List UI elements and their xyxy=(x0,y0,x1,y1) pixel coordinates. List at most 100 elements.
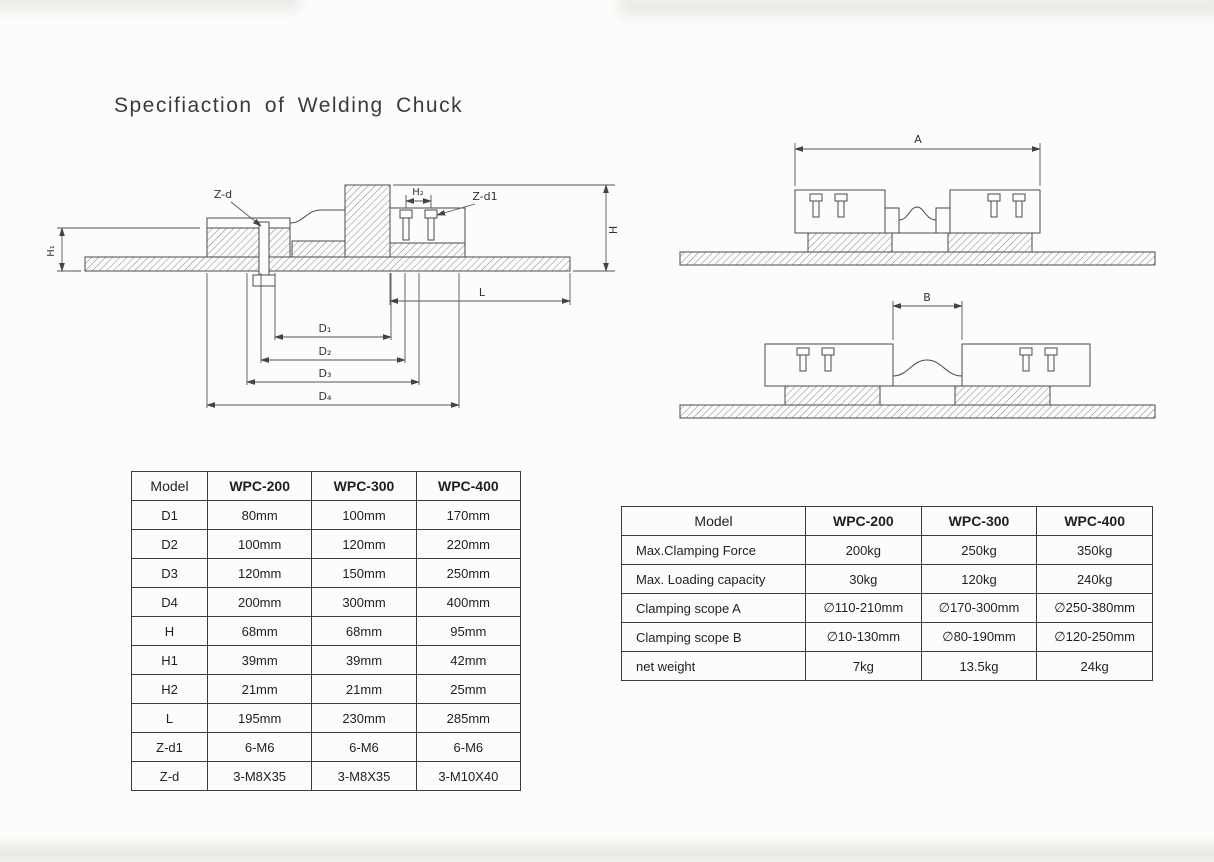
dim-label-d1: D₁ xyxy=(319,322,332,335)
table-row: L 195mm 230mm 285mm xyxy=(131,703,522,733)
chuck-body xyxy=(84,184,571,287)
table-row: D3 120mm 150mm 250mm xyxy=(131,558,522,588)
cell: 100mm xyxy=(311,500,417,530)
cell: 68mm xyxy=(206,616,313,646)
row-label: H1 xyxy=(131,645,208,675)
row-label: H2 xyxy=(131,674,208,704)
cell: 200kg xyxy=(805,535,922,565)
cell: 350kg xyxy=(1036,535,1153,565)
dim-extensions xyxy=(206,273,460,408)
table-row: H1 39mm 39mm 42mm xyxy=(131,645,522,675)
dimension-table-header: Model WPC-200 WPC-300 WPC-400 xyxy=(131,471,522,501)
table-row: Clamping scope A ∅110-210mm ∅170-300mm ∅… xyxy=(621,593,1153,623)
dim-label-a: A xyxy=(914,133,922,146)
cell: 3-M8X35 xyxy=(311,761,417,791)
cell: 150mm xyxy=(311,558,417,588)
dim-label-l: L xyxy=(479,286,486,299)
table-row: Max.Clamping Force 200kg 250kg 350kg xyxy=(621,535,1153,565)
cell: 200mm xyxy=(206,587,313,617)
cell: 6-M6 xyxy=(415,732,522,762)
scan-artifact xyxy=(0,846,1214,862)
header-wpc-300: WPC-300 xyxy=(311,471,417,501)
row-label: Clamping scope A xyxy=(621,593,806,623)
dim-h xyxy=(393,184,615,272)
header-model: Model xyxy=(621,506,806,536)
dim-h2 xyxy=(405,195,432,208)
row-label: Z-d xyxy=(131,761,208,791)
header-wpc-400: WPC-400 xyxy=(415,471,522,501)
jaw-bolts xyxy=(809,193,1026,218)
front-view-b-drawing: B xyxy=(679,291,1156,419)
row-label: Z-d1 xyxy=(131,732,208,762)
front-view-a-drawing: A xyxy=(679,133,1156,266)
cell: ∅250-380mm xyxy=(1036,593,1153,623)
cell: 285mm xyxy=(415,703,522,733)
dim-label-d2: D₂ xyxy=(319,345,332,358)
table-row: D1 80mm 100mm 170mm xyxy=(131,500,522,530)
dim-h1 xyxy=(57,227,200,272)
cell: 21mm xyxy=(206,674,313,704)
row-label: D1 xyxy=(131,500,208,530)
cell: 13.5kg xyxy=(920,651,1038,681)
dimension-table: Model WPC-200 WPC-300 WPC-400 D1 80mm 10… xyxy=(131,471,522,791)
cell: 24kg xyxy=(1036,651,1153,681)
row-label: Clamping scope B xyxy=(621,622,806,652)
bolts-z-d1 xyxy=(399,209,438,241)
cell: 120mm xyxy=(311,529,417,559)
cell: 195mm xyxy=(206,703,313,733)
cell: 230mm xyxy=(311,703,417,733)
leader-z-d1 xyxy=(436,203,476,216)
jaw-bolts xyxy=(796,347,1058,372)
table-row: Max. Loading capacity 30kg 120kg 240kg xyxy=(621,564,1153,594)
scan-artifact xyxy=(620,0,1214,16)
chuck-front-view xyxy=(679,343,1156,419)
cell: 21mm xyxy=(311,674,417,704)
dim-label-z-d: Z-d xyxy=(214,188,232,201)
row-label: net weight xyxy=(621,651,806,681)
cell: 3-M8X35 xyxy=(206,761,313,791)
cell: 120mm xyxy=(206,558,313,588)
cell: ∅10-130mm xyxy=(805,622,922,652)
dim-label-b: B xyxy=(923,291,931,304)
cell: ∅170-300mm xyxy=(920,593,1038,623)
cell: 250mm xyxy=(415,558,522,588)
dim-label-z-d1: Z-d1 xyxy=(472,190,497,203)
cell: ∅110-210mm xyxy=(805,593,922,623)
dim-l xyxy=(389,273,571,305)
cell: 250kg xyxy=(920,535,1038,565)
capacity-table: Model WPC-200 WPC-300 WPC-400 Max.Clampi… xyxy=(621,506,1153,681)
dim-label-h1: H₁ xyxy=(46,245,57,257)
cell: 400mm xyxy=(415,587,522,617)
scan-artifact xyxy=(0,0,300,10)
cell: 42mm xyxy=(415,645,522,675)
table-row: Z-d 3-M8X35 3-M8X35 3-M10X40 xyxy=(131,761,522,791)
table-row: D4 200mm 300mm 400mm xyxy=(131,587,522,617)
cell: 25mm xyxy=(415,674,522,704)
dim-label-d4: D₄ xyxy=(319,390,332,403)
row-label: D2 xyxy=(131,529,208,559)
leader-z-d xyxy=(230,201,262,227)
cell: 3-M10X40 xyxy=(415,761,522,791)
cell: 170mm xyxy=(415,500,522,530)
row-label: D3 xyxy=(131,558,208,588)
cell: 240kg xyxy=(1036,564,1153,594)
cell: 95mm xyxy=(415,616,522,646)
dim-a xyxy=(794,143,1041,186)
dim-label-d3: D₃ xyxy=(319,367,332,380)
table-row: net weight 7kg 13.5kg 24kg xyxy=(621,651,1153,681)
row-label: D4 xyxy=(131,587,208,617)
table-row: Clamping scope B ∅10-130mm ∅80-190mm ∅12… xyxy=(621,622,1153,652)
row-label: Max. Loading capacity xyxy=(621,564,806,594)
header-wpc-200: WPC-200 xyxy=(805,506,922,536)
cell: 6-M6 xyxy=(311,732,417,762)
table-row: Z-d1 6-M6 6-M6 6-M6 xyxy=(131,732,522,762)
cell: 30kg xyxy=(805,564,922,594)
row-label: L xyxy=(131,703,208,733)
cell: 100mm xyxy=(206,529,313,559)
dim-label-h2: H₂ xyxy=(412,187,424,198)
cell: 6-M6 xyxy=(206,732,313,762)
row-label: H xyxy=(131,616,208,646)
header-model: Model xyxy=(131,471,208,501)
header-wpc-200: WPC-200 xyxy=(206,471,313,501)
dim-label-h: H xyxy=(607,226,620,234)
